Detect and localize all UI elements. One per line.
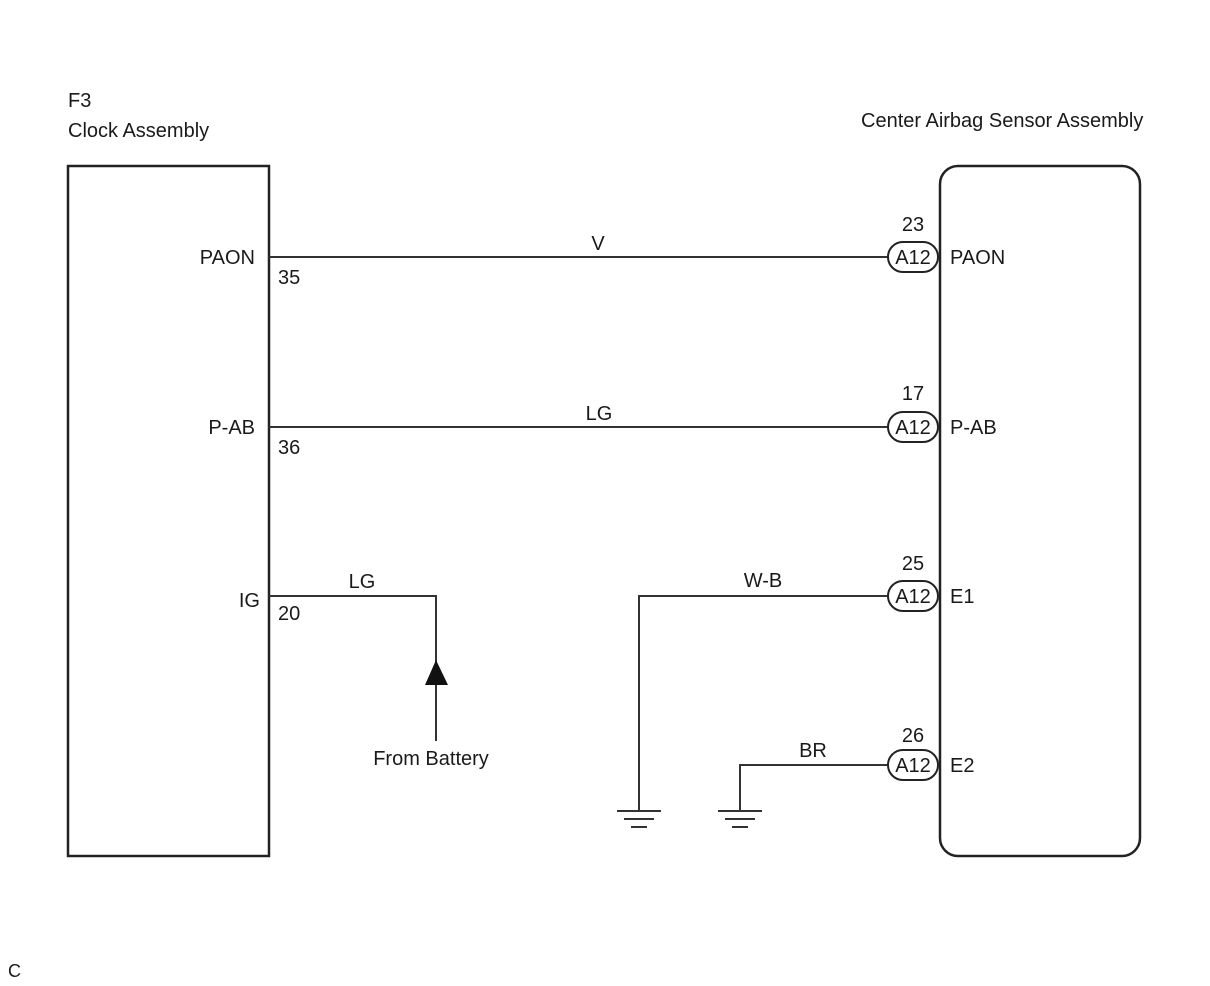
clock-assembly-name: Clock Assembly (68, 120, 209, 142)
pin-label: E2 (950, 755, 974, 777)
left-pin-number: 35 (278, 267, 300, 289)
ig-wire (269, 595, 437, 741)
right-pin-label: PAON (950, 247, 1005, 269)
wire-color-label: BR (799, 740, 827, 762)
wire-color-label: LG (586, 403, 613, 425)
airbag-sensor-box (938, 164, 1142, 858)
pin-number: 26 (902, 725, 924, 747)
wire-color-label: V (591, 233, 605, 255)
circuit-e2: BR 26 A12 E2 (718, 725, 974, 828)
connector-shape (887, 580, 939, 612)
connector-code: A12 (895, 417, 931, 439)
ground-icon (617, 810, 661, 828)
circuit-e1: W-B 25 A12 E1 (617, 553, 974, 828)
right-pin-number: 23 (902, 214, 924, 236)
ig-wire-color-label: LG (349, 571, 376, 593)
left-pin-label: P-AB (208, 417, 255, 439)
ground-icon (718, 810, 762, 828)
clock-assembly-code: F3 (68, 90, 91, 112)
right-pin-label: P-AB (950, 417, 997, 439)
pin-number: 25 (902, 553, 924, 575)
battery-arrow-icon (425, 660, 448, 685)
connector-code: A12 (895, 247, 931, 269)
left-pin-label: PAON (200, 247, 255, 269)
clock-assembly-box (66, 164, 271, 858)
connector-shape (887, 411, 939, 443)
pin-label: E1 (950, 586, 974, 608)
ig-pin-label: IG (239, 590, 260, 612)
ground-wire (638, 595, 888, 810)
airbag-sensor-name: Center Airbag Sensor Assembly (861, 110, 1143, 132)
circuit-p-ab: P-AB 36 LG 17 A12 P-AB (208, 383, 996, 459)
connector-shape (887, 749, 939, 781)
connector-code: A12 (895, 586, 931, 608)
ig-pin-number: 20 (278, 603, 300, 625)
connector-shape (887, 241, 939, 273)
left-pin-number: 36 (278, 437, 300, 459)
corner-mark: C (8, 961, 21, 981)
ground-wire (739, 764, 888, 810)
connector-code: A12 (895, 755, 931, 777)
circuit-paon: PAON 35 V 23 A12 PAON (200, 214, 1005, 289)
circuit-ig: IG 20 LG From Battery (239, 571, 489, 770)
right-pin-number: 17 (902, 383, 924, 405)
wire-color-label: W-B (744, 570, 783, 592)
from-battery-label: From Battery (373, 748, 489, 770)
